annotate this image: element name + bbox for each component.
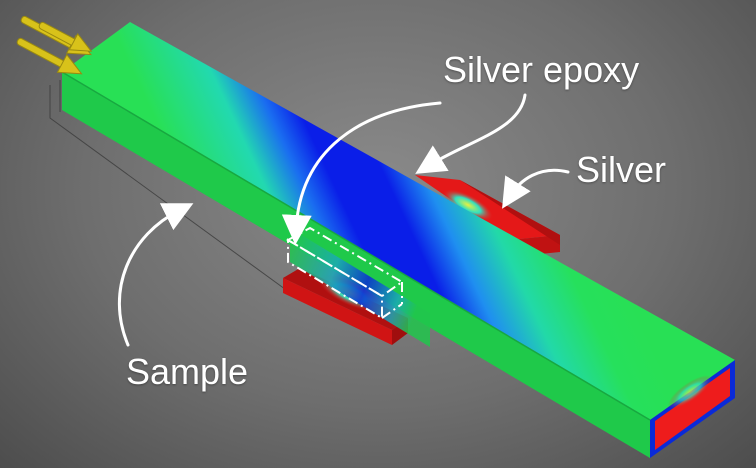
epoxy-arrow-left <box>281 101 442 245</box>
wireframe-outline <box>49 80 301 301</box>
epoxy-arrow-right <box>415 93 527 174</box>
silver-label: Silver <box>576 149 667 190</box>
sample-arrow <box>118 203 194 347</box>
sample-side-face <box>62 72 650 458</box>
silver-arrow <box>502 168 570 209</box>
sample-top-face <box>62 22 735 420</box>
sample-end-face <box>650 360 735 458</box>
annotation-arrows <box>118 93 570 347</box>
silver-contact-back <box>415 175 560 257</box>
current-arrow-icon <box>16 15 93 75</box>
silver-epoxy-outline <box>285 226 404 320</box>
sample-label: Sample <box>126 351 249 392</box>
silver-epoxy-label: Silver epoxy <box>443 49 640 90</box>
